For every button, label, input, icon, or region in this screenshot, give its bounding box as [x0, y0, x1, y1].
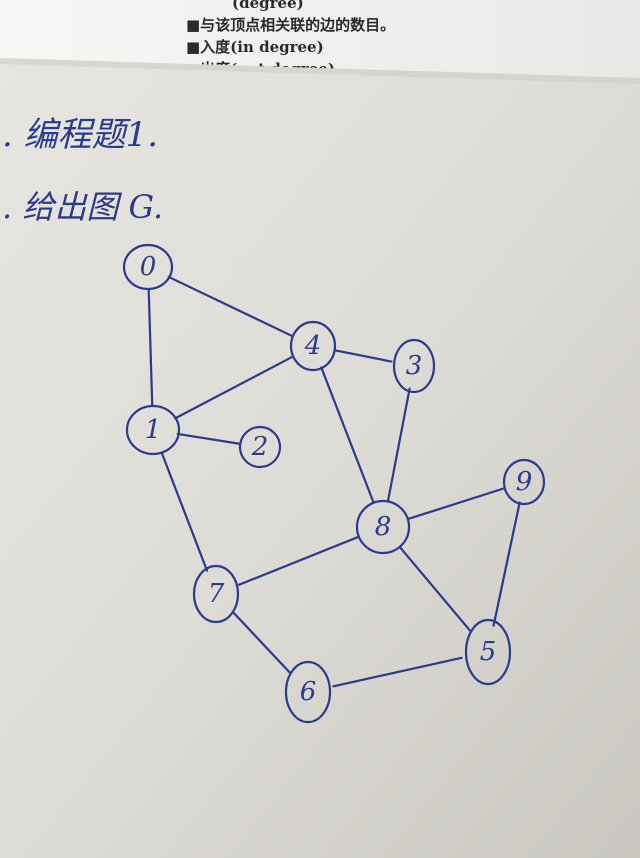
- printed-partial-line: (degree): [232, 0, 304, 12]
- node-circle: [392, 338, 436, 394]
- node-label: 9: [516, 467, 533, 497]
- node-circle: [284, 660, 332, 724]
- node-label: 1: [145, 415, 162, 445]
- node-circle: [502, 458, 546, 506]
- edge-3-8: [386, 387, 411, 503]
- graph-node-5: 5: [464, 618, 512, 686]
- edge-0-4: [167, 275, 294, 338]
- graph-node-0: 0: [122, 243, 174, 291]
- edge-1-2: [176, 432, 242, 445]
- edge-1-4: [174, 355, 294, 420]
- edge-8-9: [406, 487, 506, 521]
- graph-node-3: 3: [392, 338, 436, 394]
- graph-node-4: 4: [289, 320, 337, 372]
- node-label: 7: [208, 579, 225, 609]
- handwritten-header: . 编程题1. . 给出图 G.: [2, 115, 163, 226]
- handwritten-line-2: . 给出图 G.: [2, 188, 163, 226]
- node-label: 8: [375, 512, 392, 542]
- paper-shadow: [0, 58, 640, 84]
- graph-node-9: 9: [502, 458, 546, 506]
- graph-nodes: 0 4 3 1 2 8 9 7 5 6: [122, 243, 546, 724]
- edge-8-5: [398, 545, 472, 633]
- edge-4-3: [334, 349, 393, 363]
- edge-4-8: [320, 366, 375, 504]
- edge-6-5: [332, 656, 463, 688]
- graph-node-2: 2: [238, 425, 282, 469]
- graph-node-8: 8: [355, 499, 411, 555]
- edge-1-7: [160, 452, 209, 572]
- node-label: 5: [480, 637, 497, 667]
- edge-8-7: [238, 535, 360, 586]
- graph-node-6: 6: [284, 660, 332, 724]
- printed-line-2: ■入度(in degree): [186, 38, 324, 56]
- node-label: 4: [304, 331, 322, 361]
- node-circle: [355, 499, 411, 555]
- node-label: 3: [406, 351, 423, 381]
- node-label: 2: [251, 432, 269, 462]
- printed-text-block: (degree) ■与该顶点相关联的边的数目。 ■入度(in degree) ■…: [186, 0, 395, 78]
- node-circle: [125, 404, 181, 456]
- printed-line-1: ■与该顶点相关联的边的数目。: [186, 16, 395, 34]
- edge-7-6: [232, 611, 292, 675]
- node-circle: [122, 243, 174, 291]
- handwritten-line-1: . 编程题1.: [2, 115, 158, 155]
- node-circle: [192, 564, 240, 624]
- graph-node-7: 7: [192, 564, 240, 624]
- graph-node-1: 1: [125, 404, 181, 456]
- graph-edges: [147, 275, 521, 688]
- edge-5-9: [492, 501, 521, 627]
- edge-0-1: [147, 288, 154, 407]
- node-circle: [238, 425, 282, 469]
- notebook-paper: [0, 58, 640, 858]
- node-label: 0: [140, 252, 157, 282]
- node-label: 6: [300, 677, 317, 707]
- node-circle: [289, 320, 337, 372]
- node-circle: [464, 618, 512, 686]
